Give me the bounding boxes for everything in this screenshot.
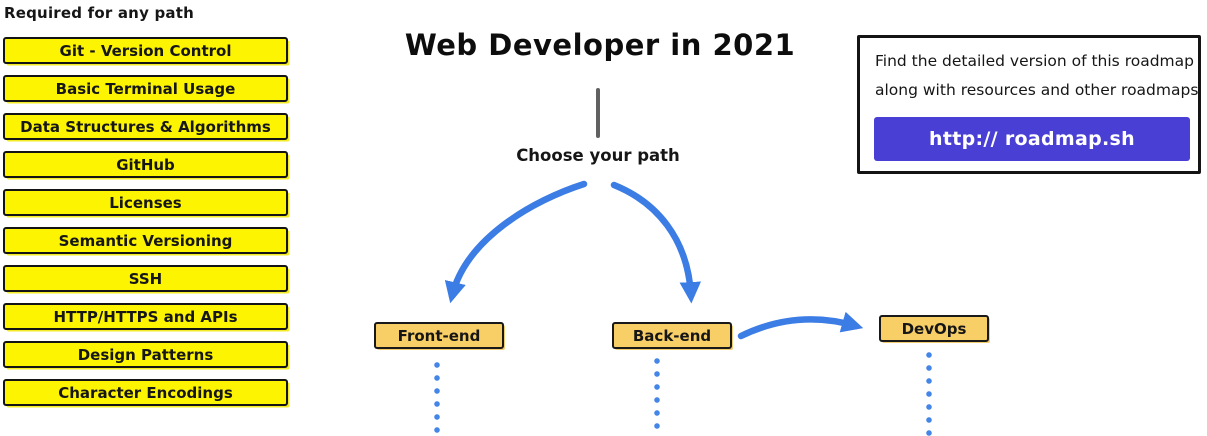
topic-label: Character Encodings — [58, 383, 233, 402]
topic-label: HTTP/HTTPS and APIs — [53, 307, 238, 326]
topic-box-encodings[interactable]: Character Encodings — [3, 379, 288, 406]
topic-box-ssh[interactable]: SSH — [3, 265, 288, 292]
required-section-title: Required for any path — [4, 4, 194, 22]
info-text-line1: Find the detailed version of this roadma… — [875, 52, 1194, 70]
dotted-connector-frontend — [433, 361, 441, 436]
required-topic-list: Git - Version Control Basic Terminal Usa… — [3, 37, 288, 406]
topic-box-terminal[interactable]: Basic Terminal Usage — [3, 75, 288, 102]
topic-box-design-patterns[interactable]: Design Patterns — [3, 341, 288, 368]
topic-box-semver[interactable]: Semantic Versioning — [3, 227, 288, 254]
info-box: Find the detailed version of this roadma… — [857, 35, 1201, 174]
stem-line — [596, 88, 600, 138]
topic-label: Git - Version Control — [59, 41, 232, 60]
path-box-devops[interactable]: DevOps — [879, 315, 989, 342]
arrow-backend-to-devops — [737, 311, 864, 340]
topic-box-git[interactable]: Git - Version Control — [3, 37, 288, 64]
topic-label: GitHub — [116, 155, 175, 174]
arrow-to-frontend — [444, 180, 588, 304]
topic-label: SSH — [128, 269, 163, 288]
topic-box-http[interactable]: HTTP/HTTPS and APIs — [3, 303, 288, 330]
dotted-connector-devops — [925, 351, 933, 436]
topic-label: Design Patterns — [77, 345, 214, 364]
page-title: Web Developer in 2021 — [404, 28, 796, 62]
dotted-connector-backend — [653, 357, 661, 436]
info-text-line2: along with resources and other roadmaps — [875, 81, 1199, 99]
topic-label: Semantic Versioning — [58, 231, 233, 250]
path-box-backend[interactable]: Back-end — [612, 322, 732, 349]
topic-label: Basic Terminal Usage — [55, 79, 236, 98]
topic-label: Data Structures & Algorithms — [20, 117, 271, 136]
choose-path-label: Choose your path — [516, 146, 680, 165]
topic-box-github[interactable]: GitHub — [3, 151, 288, 178]
topic-box-licenses[interactable]: Licenses — [3, 189, 288, 216]
roadmap-url-button[interactable]: http:// roadmap.sh — [874, 117, 1190, 161]
topic-label: Licenses — [109, 193, 182, 212]
topic-box-data-structures[interactable]: Data Structures & Algorithms — [3, 113, 288, 140]
arrow-to-backend — [610, 181, 701, 304]
path-box-frontend[interactable]: Front-end — [374, 322, 504, 349]
